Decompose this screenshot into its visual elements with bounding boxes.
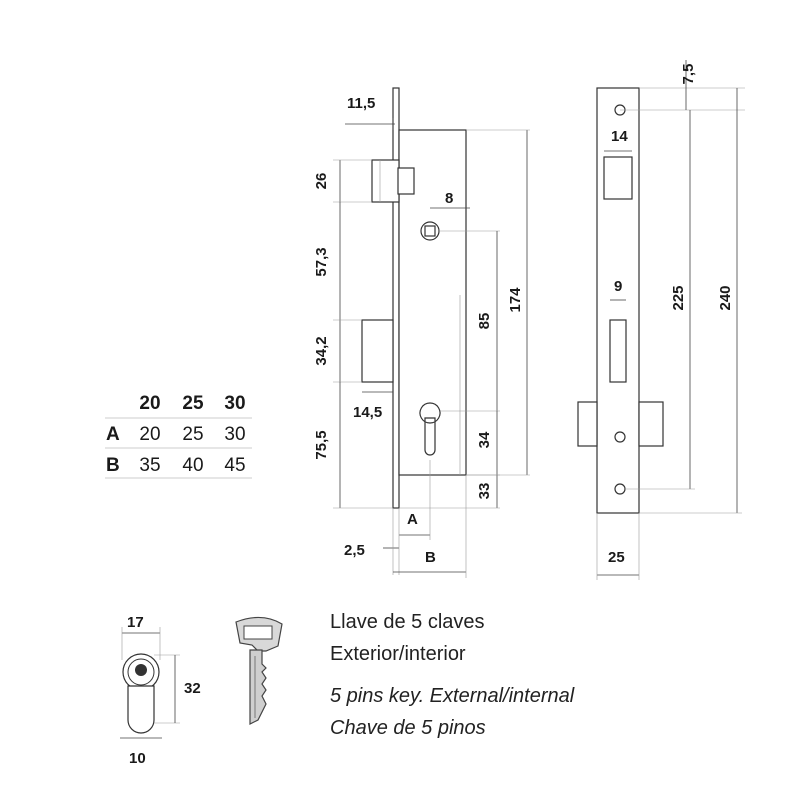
dim-faceplate-height: 225 [670,285,687,310]
bolt-window [609,319,627,383]
screw-hole-middle [614,431,626,443]
caption-spanish-line1: Llave de 5 claves [330,611,485,633]
dim-total-height: 240 [717,285,734,310]
caption-spanish-line2: Exterior/interior [330,643,466,665]
dim-bolt-window-width: 14 [611,128,628,145]
table-cell-a-1: 20 [139,424,160,445]
dim-faceplate-width: 25 [608,549,625,566]
dim-cyl-width: 17 [127,614,144,631]
dim-bolt-window-small: 9 [614,278,622,295]
dim-cylinder-offset: 34 [476,431,493,448]
dim-label-b: B [425,549,436,566]
key-icon [235,616,283,725]
table-row-label-a: A [106,424,120,445]
table-header-3: 30 [224,393,245,414]
dim-case-height: 174 [507,287,524,313]
table-cell-a-3: 30 [224,424,245,445]
table-cell-b-2: 40 [182,455,203,476]
faceplate-front [596,87,640,514]
dim-latch-height: 26 [313,173,330,190]
dim-faceplate-offset: 11,5 [347,95,375,112]
dim-cylinder-bottom: 33 [476,483,493,500]
dim-cyl-bottom: 10 [129,750,146,767]
dim-top-hole-offset: 7,5 [680,64,697,85]
dim-label-a: A [407,511,418,528]
cylinder-hole [419,402,441,456]
caption-english: 5 pins key. External/internal [330,685,575,707]
latch-bolt [371,159,400,203]
dim-faceplate-thickness: 2,5 [344,542,365,559]
table-header-1: 20 [139,393,160,414]
table-header-2: 25 [182,393,204,414]
screw-hole-bottom [614,483,626,495]
latch-window [603,156,633,200]
size-table: 20 25 30 A 20 25 30 B 35 40 45 [105,393,252,479]
table-row-label-b: B [106,455,120,476]
cylinder-profile: 17 32 10 [120,614,201,767]
dim-spindle-size: 8 [445,190,453,207]
dim-bolt-height: 34,2 [313,336,330,365]
lock-side-view: 11,5 26 57,3 34,2 75,5 14,5 8 85 34 33 1… [313,87,530,578]
faceplate-front-view: 7,5 14 9 225 240 25 [577,60,745,580]
faceplate-side [392,87,400,509]
dim-center-distance: 85 [476,313,493,330]
caption-portuguese: Chave de 5 pinos [330,717,486,739]
dim-cyl-height: 32 [184,680,201,697]
dim-latch-to-spindle: 57,3 [313,247,330,276]
dim-bolt-throw: 14,5 [353,404,382,421]
dim-bottom-height: 75,5 [313,430,330,459]
key-description: Llave de 5 claves Exterior/interior 5 pi… [330,611,575,739]
table-cell-a-2: 25 [182,424,203,445]
table-cell-b-3: 45 [224,455,245,476]
table-cell-b-1: 35 [139,455,160,476]
dead-bolt [361,319,394,383]
